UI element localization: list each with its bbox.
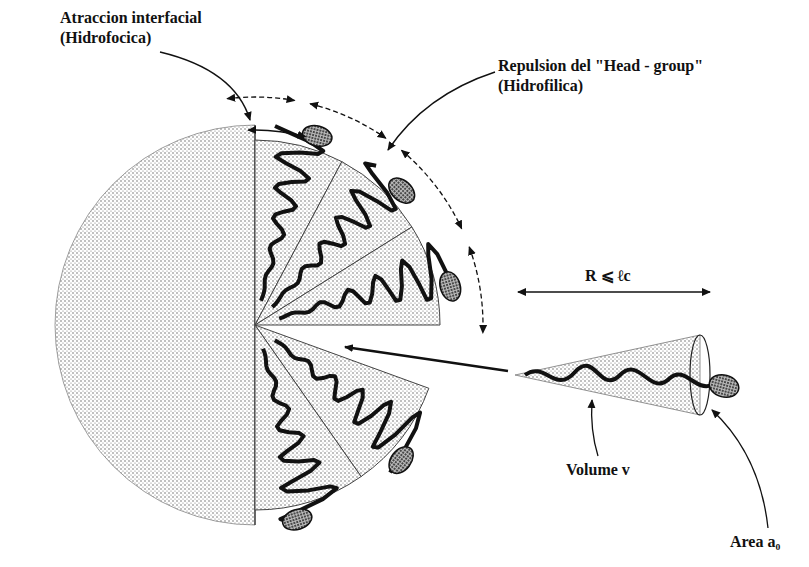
annotation-label: Repulsion del "Head - group" (Hidrofilic… (498, 56, 748, 96)
length-arrow (518, 291, 710, 293)
insert-arrow (345, 347, 508, 371)
surfactant-wedge (255, 325, 361, 510)
repulsion-arrow (469, 247, 483, 333)
part-label: Area a₀ (730, 532, 780, 552)
head-repulsion-arrows (227, 97, 483, 333)
part-label-box: Volume v (566, 460, 686, 480)
annotation-label: Atraccion interfacial (Hidrofocica) (60, 8, 260, 48)
repulsion-arrow (227, 97, 294, 100)
dimension-label-box: R ⩽ ℓc (585, 266, 705, 286)
area-leader (712, 410, 768, 528)
dimension-label: R ⩽ ℓc (585, 266, 631, 286)
repulsion-arrow (402, 150, 462, 228)
head-group (384, 173, 420, 208)
attraction-arrow (248, 130, 305, 137)
surfactant-wedges (255, 123, 464, 534)
repulsion-arrow (310, 104, 386, 138)
hydrocarbon-tail (263, 349, 337, 522)
head-group (280, 505, 315, 533)
cone-tail (525, 366, 712, 386)
hydrocarbon-tail (279, 244, 450, 319)
micelle-core (55, 125, 255, 525)
annotation-label-box: Atraccion interfacial (Hidrofocica) (60, 8, 260, 48)
part-label: Volume v (566, 460, 630, 480)
repulsion-leader (388, 72, 495, 150)
attraction-leader (160, 52, 250, 120)
head-group (384, 442, 418, 478)
annotation-label-box: Repulsion del "Head - group" (Hidrofilic… (498, 56, 748, 96)
head-group (436, 269, 463, 303)
cone-area (690, 335, 710, 415)
part-label-box: Area a₀ (730, 532, 806, 552)
volume-leader (592, 400, 598, 456)
cone-head (707, 371, 742, 400)
